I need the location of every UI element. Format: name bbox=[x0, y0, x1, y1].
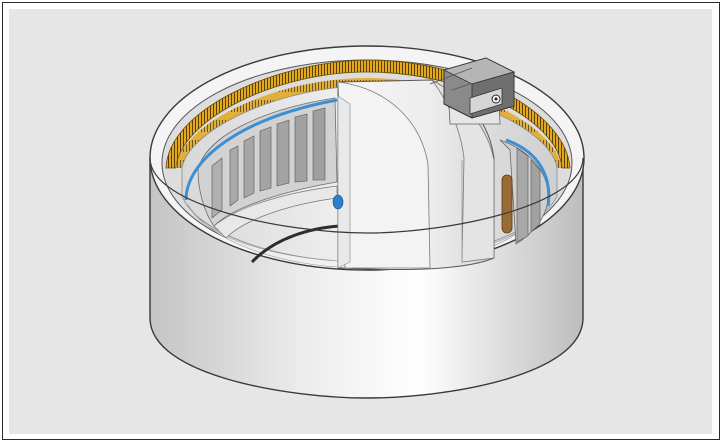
detector-assembly bbox=[429, 57, 516, 125]
seal-line-right bbox=[505, 138, 551, 207]
rim-front-edge bbox=[149, 157, 584, 234]
figure-frame bbox=[2, 2, 720, 440]
central-block bbox=[332, 79, 495, 271]
bronze-rod bbox=[501, 174, 513, 234]
base-arc bbox=[250, 224, 341, 264]
left-panel-array bbox=[184, 97, 341, 264]
blue-sensor-spot bbox=[332, 194, 344, 210]
right-panel-array bbox=[499, 138, 551, 245]
seal-line-left bbox=[184, 98, 338, 201]
